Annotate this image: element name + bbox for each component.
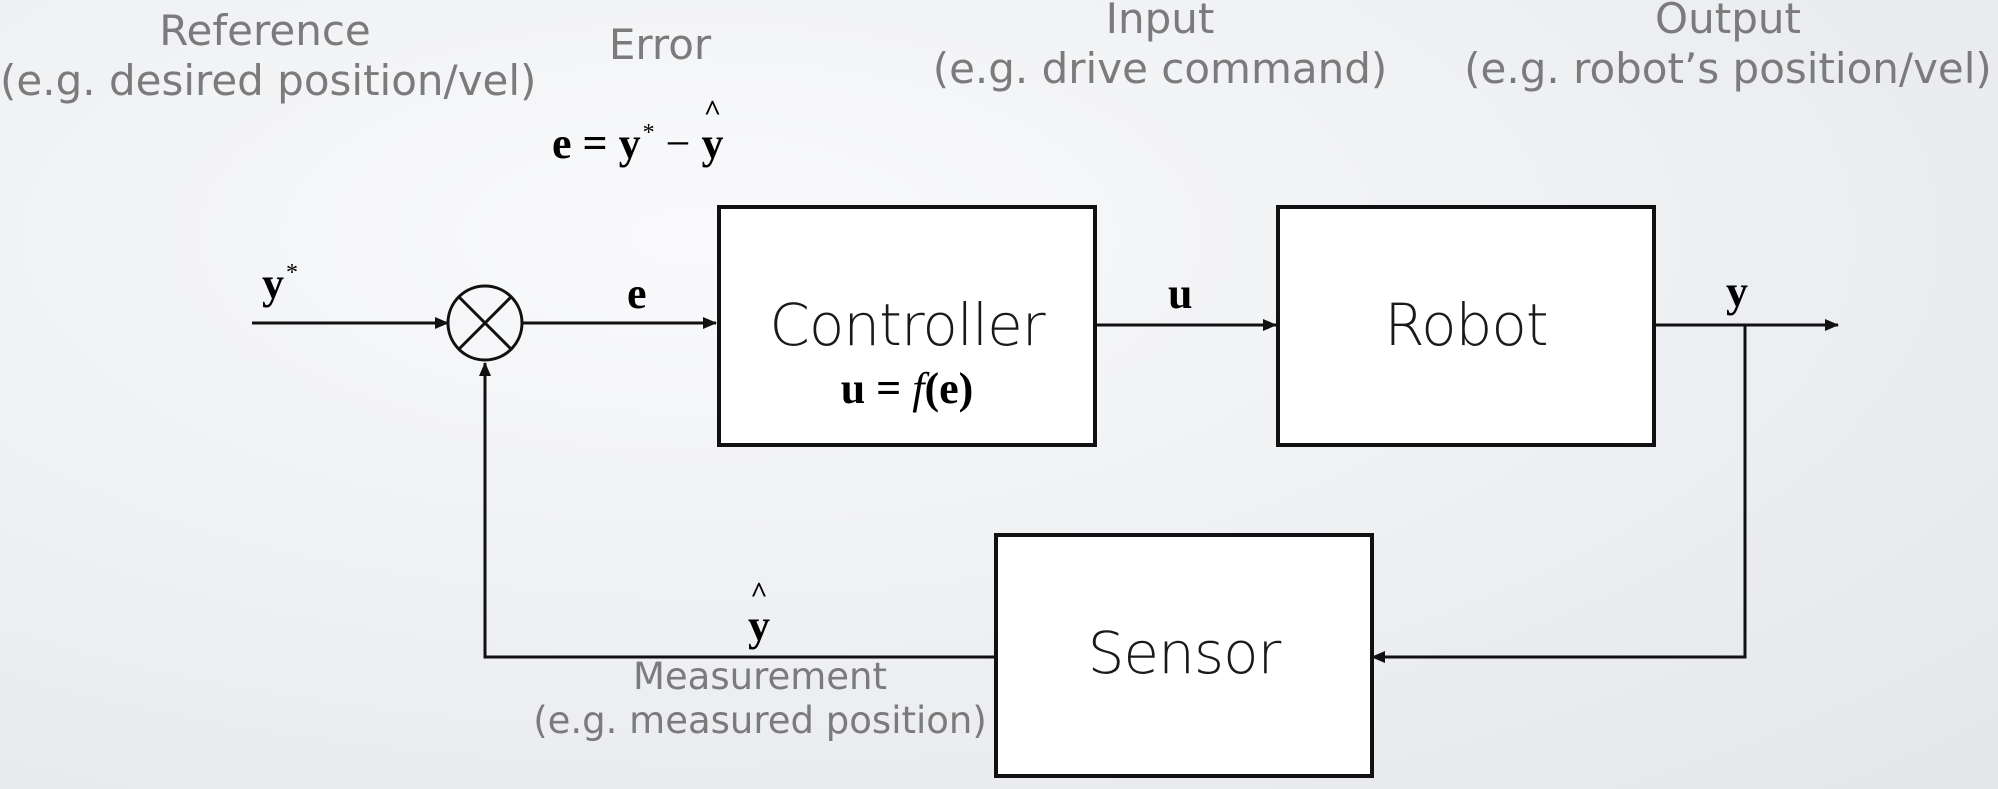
output-signal-label: y	[1726, 267, 1748, 316]
controller-block: Controller u = f(e)	[717, 205, 1097, 447]
input-description: (e.g. drive command)	[932, 43, 1388, 93]
reference-title: Reference	[159, 6, 371, 55]
measurement-feedback-wire	[479, 362, 994, 659]
measurement-signal-label: y	[748, 576, 770, 651]
error-equation: e = y* − y	[552, 94, 723, 169]
reference-annotation: Reference (e.g. desired position/vel)	[0, 6, 537, 105]
controller-equation-lhs: u =	[840, 364, 913, 413]
controller-equation: u = f(e)	[841, 363, 974, 414]
reference-signal-label: y*	[262, 258, 298, 309]
error-title: Error	[608, 20, 712, 69]
ystar-superscript: *	[286, 260, 298, 286]
output-annotation: Output (e.g. robot’s position/vel)	[1460, 0, 1996, 93]
reference-description: (e.g. desired position/vel)	[0, 55, 537, 105]
controller-equation-f: f	[912, 364, 925, 413]
sensor-label: Sensor	[1087, 619, 1282, 687]
ystar-symbol: y	[262, 259, 284, 308]
error-equation-star: *	[642, 120, 655, 146]
input-title: Input	[1105, 0, 1215, 43]
measurement-description: (e.g. measured position)	[533, 698, 987, 742]
measurement-annotation: Measurement (e.g. measured position)	[520, 655, 1000, 742]
error-equation-yhat: y	[701, 94, 723, 169]
robot-block: Robot	[1276, 205, 1656, 447]
sensor-block: Sensor	[994, 533, 1374, 778]
summing-junction	[446, 284, 524, 362]
input-annotation: Input (e.g. drive command)	[910, 0, 1410, 93]
error-equation-lhs: e = y	[552, 119, 641, 168]
input-signal-label: u	[1168, 269, 1193, 318]
output-title: Output	[1655, 0, 1801, 43]
measurement-title: Measurement	[632, 655, 887, 698]
yhat-symbol: y	[748, 576, 770, 651]
robot-label: Robot	[1384, 291, 1548, 359]
controller-equation-arg: (e)	[924, 364, 974, 413]
output-description: (e.g. robot’s position/vel)	[1464, 43, 1992, 93]
controller-label: Controller	[769, 291, 1045, 359]
error-annotation: Error	[560, 20, 760, 70]
error-equation-minus: −	[654, 119, 702, 168]
error-signal-label: e	[627, 269, 647, 318]
output-feedback-wire	[1371, 325, 1747, 663]
